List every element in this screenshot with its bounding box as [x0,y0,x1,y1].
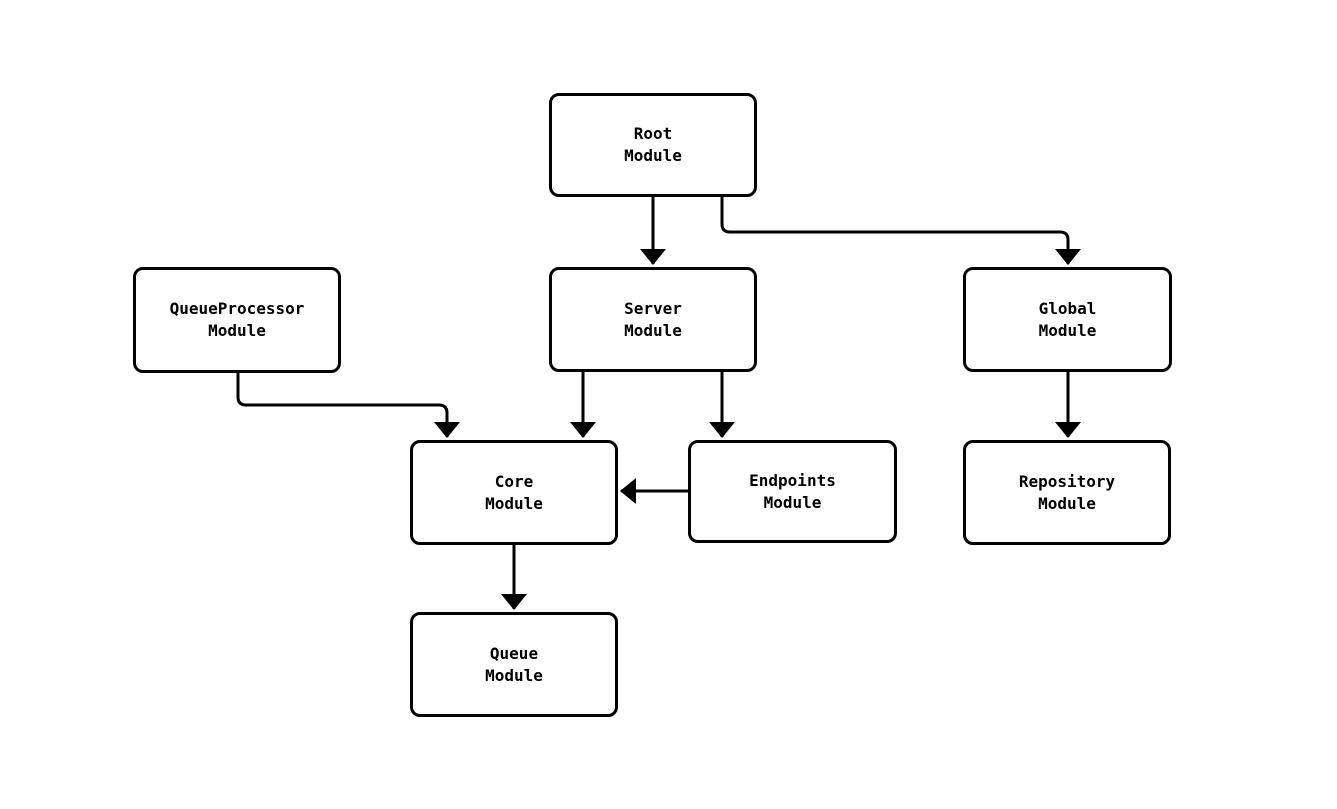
node-repository-module-label: Repository Module [1018,471,1116,513]
node-endpoints-module[interactable]: Endpoints Module [688,440,897,543]
node-repository-module[interactable]: Repository Module [963,440,1171,545]
node-root-module[interactable]: Root Module [549,93,757,197]
node-global-module[interactable]: Global Module [963,267,1172,372]
edge-root-to-global [720,197,1081,265]
node-root-module-label: Root Module [624,124,682,165]
node-queue-module[interactable]: Queue Module [410,612,618,717]
edge-queueprocessor-to-core [236,373,460,438]
node-endpoints-module-label: Endpoints Module [749,470,836,512]
node-core-module-label: Core Module [485,471,543,513]
node-queueprocessor-module[interactable]: QueueProcessor Module [133,267,341,373]
node-queueprocessor-module-label: QueueProcessor Module [169,299,305,340]
node-server-module-label: Server Module [624,298,682,340]
node-core-module[interactable]: Core Module [410,440,618,545]
node-server-module[interactable]: Server Module [549,267,757,372]
node-queue-module-label: Queue Module [485,643,543,685]
node-global-module-label: Global Module [1038,298,1097,340]
